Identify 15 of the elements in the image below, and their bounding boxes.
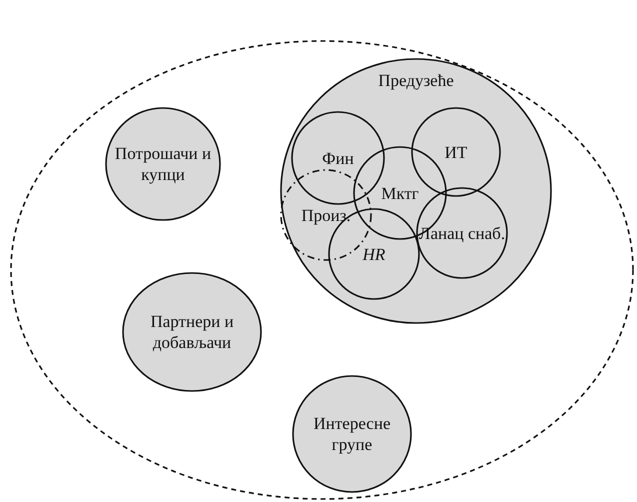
node-label: Фин	[321, 148, 355, 168]
dashed-ellipse	[10, 40, 634, 500]
node-label: Ланац снаб.	[418, 222, 506, 244]
circle-node	[122, 272, 262, 392]
circle-node	[292, 375, 412, 493]
node-label: Партнери и добављачи	[149, 311, 235, 353]
node-label: Предузеће	[377, 70, 455, 91]
node-label: ИТ	[444, 142, 468, 162]
node-label: Интересне групе	[312, 413, 392, 455]
node-label: Произ.	[300, 204, 352, 226]
circle-node	[280, 58, 552, 324]
node-label: HR	[362, 244, 386, 264]
circle-node	[105, 107, 221, 221]
node-label: Потрошачи и купци	[114, 143, 212, 185]
node-label: Мктг	[380, 182, 420, 204]
